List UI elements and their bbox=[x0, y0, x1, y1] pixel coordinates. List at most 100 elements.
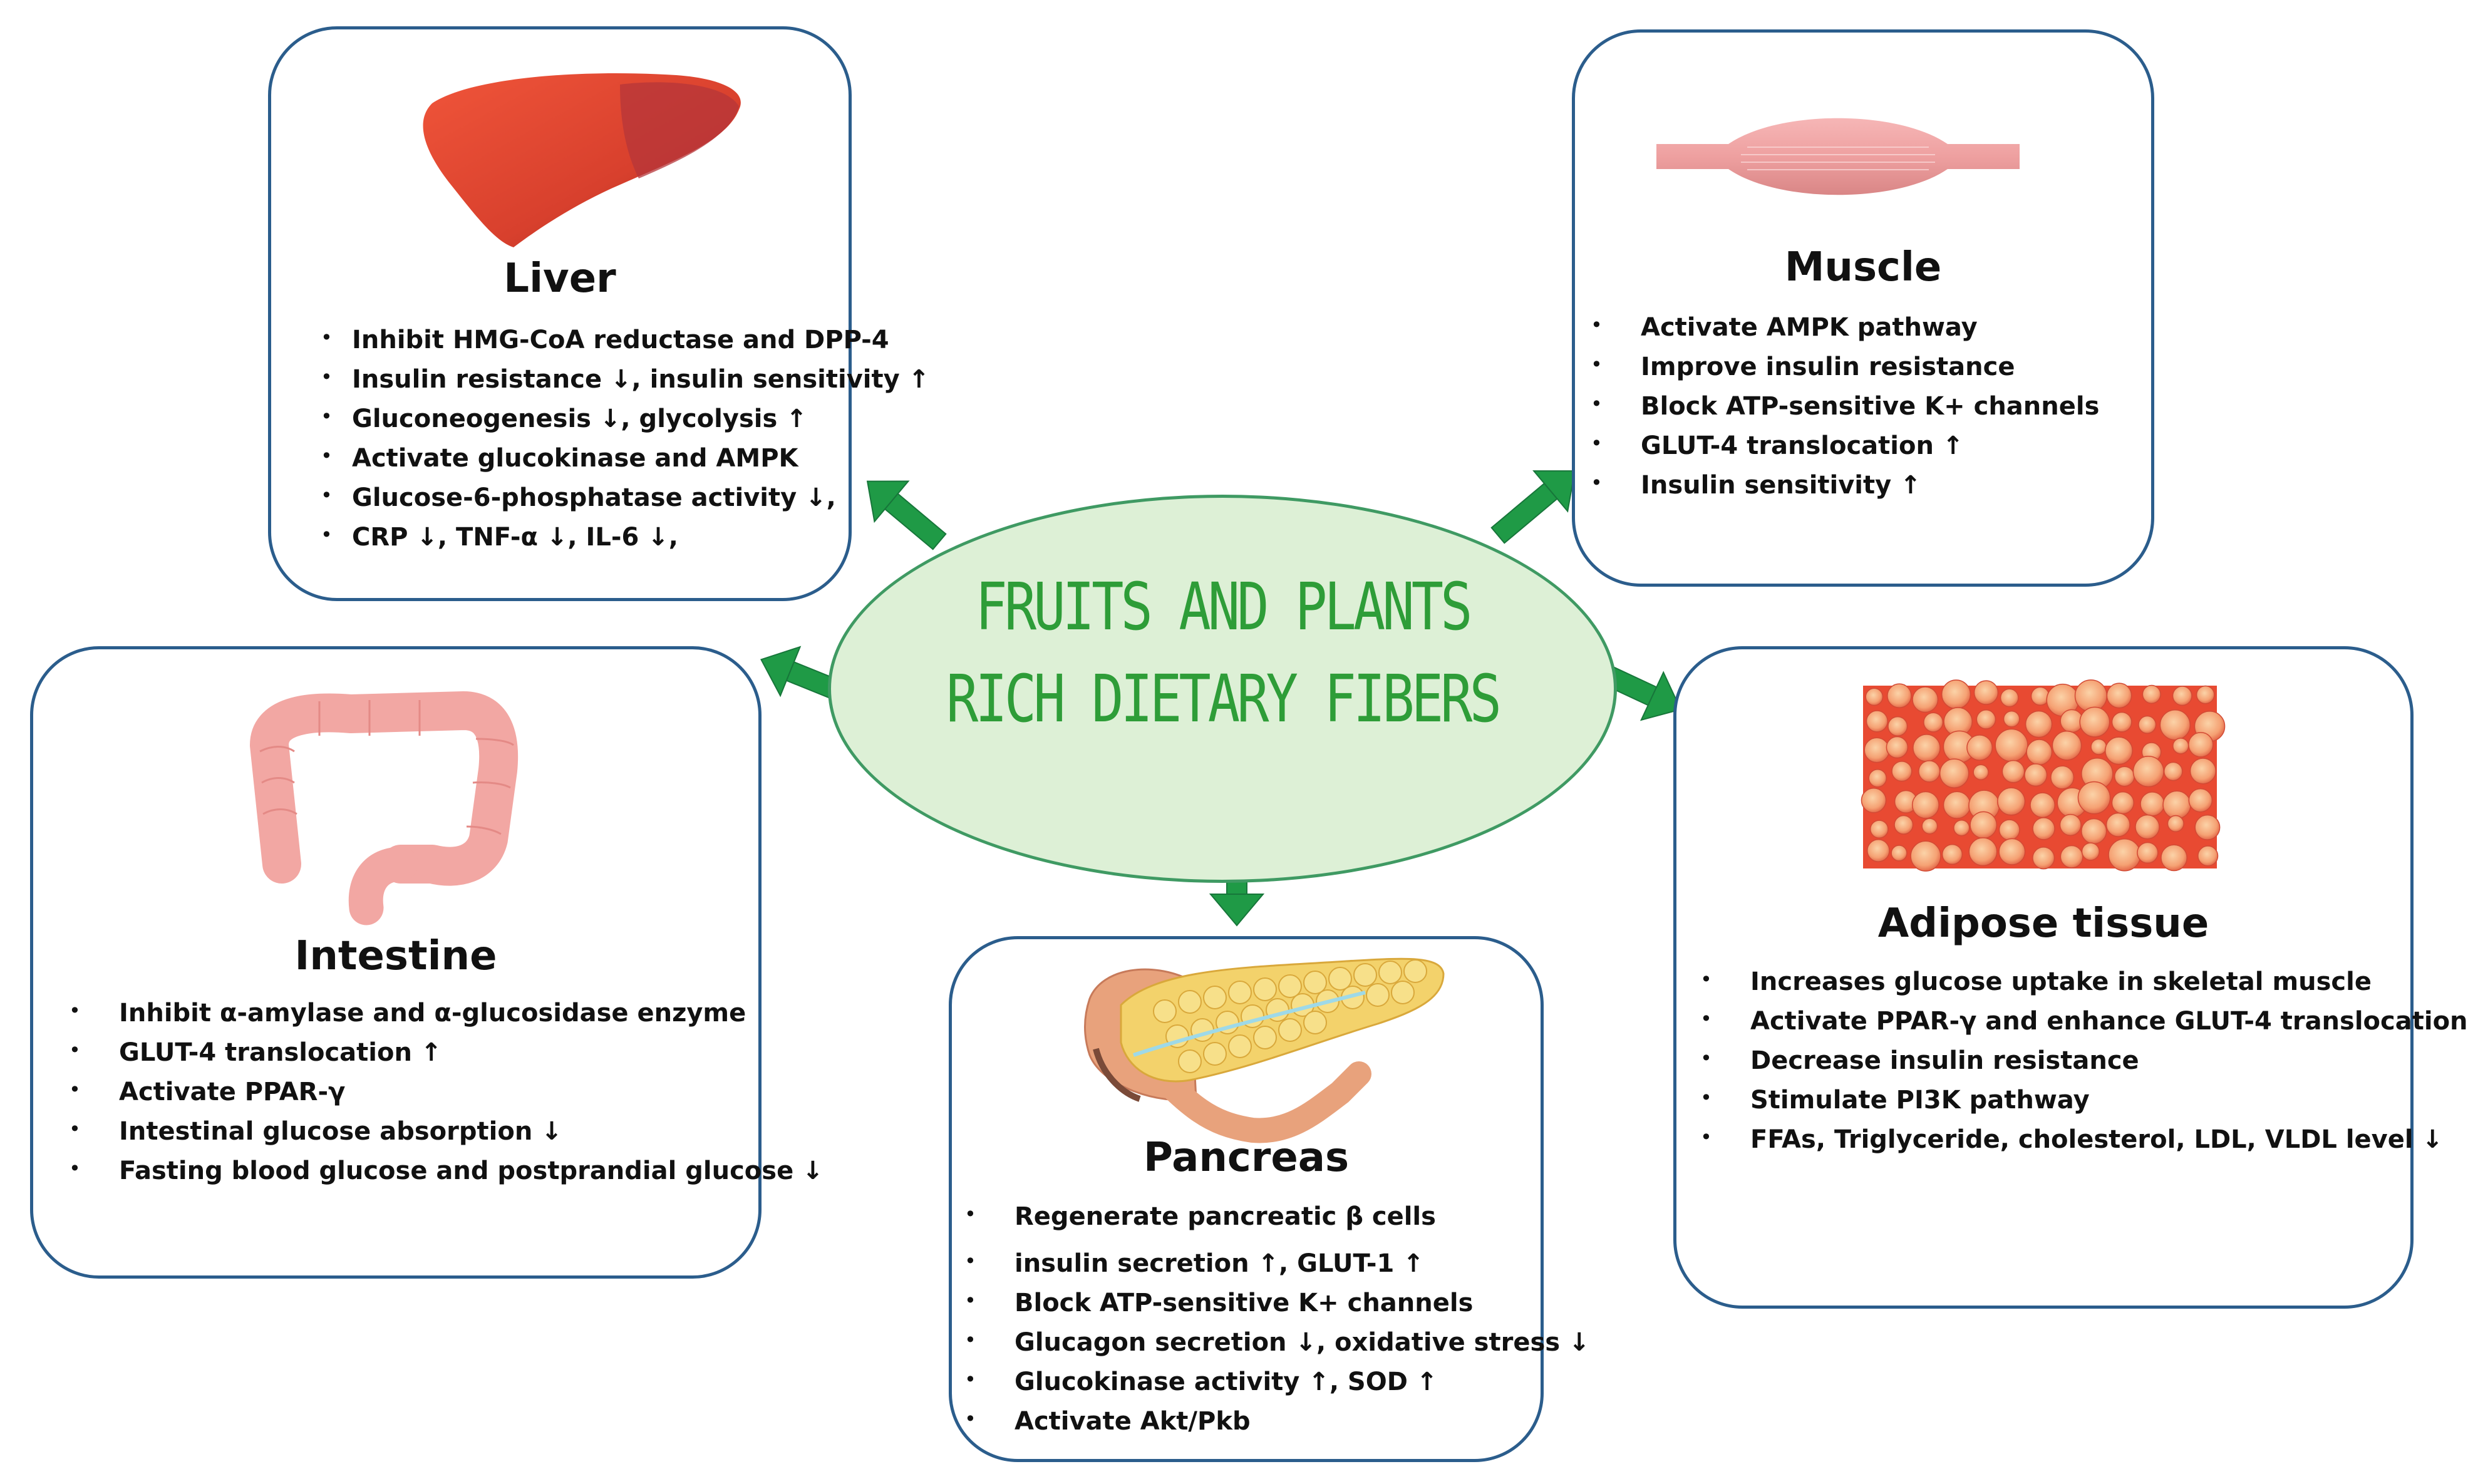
fat-cell bbox=[2137, 842, 2159, 864]
fat-cell bbox=[2108, 838, 2141, 872]
list-item: GLUT-4 translocation ↑ bbox=[1591, 431, 2099, 471]
center-ellipse bbox=[828, 495, 1617, 883]
fat-cell bbox=[2026, 739, 2053, 766]
list-item: Block ATP-sensitive K+ channels bbox=[964, 1289, 1590, 1328]
fat-cell bbox=[1913, 734, 1941, 762]
fat-cell bbox=[2167, 815, 2184, 832]
list-item: Activate AMPK pathway bbox=[1591, 313, 2099, 353]
fat-cell bbox=[2003, 710, 2020, 728]
list-item: Glucagon secretion ↓, oxidative stress ↓ bbox=[964, 1328, 1590, 1368]
fat-cell bbox=[1943, 791, 1971, 819]
pancreas-title: Pancreas bbox=[1143, 1135, 1350, 1181]
fat-cell bbox=[2132, 755, 2164, 788]
fat-cell bbox=[1970, 811, 1998, 839]
adipose-title: Adipose tissue bbox=[1877, 900, 2209, 947]
fat-cell bbox=[2189, 758, 2217, 785]
list-item: Improve insulin resistance bbox=[1591, 353, 2099, 392]
intestine-illustration bbox=[250, 691, 519, 925]
fat-cell bbox=[2135, 814, 2160, 840]
arrow-to-muscle bbox=[1490, 470, 1576, 544]
fat-cell bbox=[1864, 737, 1890, 763]
list-item: CRP ↓, TNF-α ↓, IL-6 ↓, bbox=[321, 523, 929, 562]
fat-cell bbox=[1995, 728, 2028, 762]
muscle-illustration bbox=[1656, 118, 2020, 195]
fat-cell bbox=[1865, 688, 1884, 706]
fat-cell bbox=[1891, 845, 1908, 862]
liver-illustration bbox=[423, 73, 741, 247]
fat-cell bbox=[2106, 683, 2132, 709]
fat-cell bbox=[2196, 685, 2215, 704]
fat-cell bbox=[2111, 711, 2132, 733]
fat-cell bbox=[2081, 842, 2100, 861]
fat-cell bbox=[2161, 844, 2187, 872]
fat-cell bbox=[1911, 791, 1939, 819]
fat-cell bbox=[1966, 734, 1993, 761]
fat-cell bbox=[1866, 839, 1890, 862]
fat-cell bbox=[2140, 791, 2165, 817]
list-item: Intestinal glucose absorption ↓ bbox=[69, 1117, 824, 1157]
pancreas-list: Regenerate pancreatic β cells insulin se… bbox=[964, 1202, 1590, 1446]
list-item: Activate PPAR-γ and enhance GLUT-4 trans… bbox=[1700, 1007, 2468, 1046]
list-item: Glucokinase activity ↑, SOD ↑ bbox=[964, 1368, 1590, 1407]
fat-cell bbox=[2060, 845, 2083, 868]
list-item: Insulin resistance ↓, insulin sensitivit… bbox=[321, 365, 929, 404]
fat-cell bbox=[1976, 709, 1996, 729]
fat-cell bbox=[1912, 686, 1939, 713]
fat-cell bbox=[2159, 709, 2191, 741]
fat-cell bbox=[2059, 813, 2082, 837]
fat-cell bbox=[1868, 769, 1887, 788]
fat-cell bbox=[2077, 781, 2111, 815]
list-item: insulin secretion ↑, GLUT-1 ↑ bbox=[964, 1249, 1590, 1289]
fat-cell bbox=[2080, 818, 2107, 845]
fat-cell bbox=[1941, 843, 1963, 865]
list-item: Inhibit α-amylase and α-glucosidase enzy… bbox=[69, 999, 824, 1038]
fat-cell bbox=[1910, 840, 1941, 872]
fat-cell bbox=[2032, 817, 2055, 840]
list-item: Gluconeogenesis ↓, glycolysis ↑ bbox=[321, 404, 929, 444]
fat-cell bbox=[2162, 790, 2191, 820]
fat-cell bbox=[1918, 760, 1941, 783]
fat-cell bbox=[2030, 792, 2055, 818]
list-item: Decrease insulin resistance bbox=[1700, 1046, 2468, 1086]
fat-cell bbox=[2163, 761, 2183, 781]
fat-cell bbox=[1866, 710, 1889, 733]
fat-cell bbox=[1998, 838, 2026, 865]
fat-cell bbox=[2111, 791, 2135, 815]
fat-cell bbox=[1861, 787, 1887, 813]
center-title-line-1: FRUITS AND PLANTS bbox=[975, 569, 1472, 645]
list-item: GLUT-4 translocation ↑ bbox=[69, 1038, 824, 1078]
list-item: Activate PPAR-γ bbox=[69, 1078, 824, 1117]
fat-cell bbox=[2197, 845, 2219, 867]
list-item: Fasting blood glucose and postprandial g… bbox=[69, 1157, 824, 1196]
fat-cell bbox=[2172, 738, 2189, 755]
list-item: FFAs, Triglyceride, cholesterol, LDL, VL… bbox=[1700, 1125, 2468, 1165]
liver-title: Liver bbox=[503, 255, 616, 302]
fat-cell bbox=[2052, 730, 2082, 761]
fat-cell bbox=[1953, 819, 1970, 837]
fat-cell bbox=[1869, 820, 1889, 839]
list-item: Inhibit HMG-CoA reductase and DPP-4 bbox=[321, 326, 929, 365]
muscle-title: Muscle bbox=[1784, 244, 1942, 291]
pancreas-illustration bbox=[1084, 957, 1445, 1143]
fat-cell bbox=[2188, 788, 2213, 813]
fat-cell bbox=[2138, 715, 2157, 734]
fat-cell bbox=[1894, 815, 1914, 835]
fat-cell bbox=[2172, 686, 2192, 706]
liver-list: Inhibit HMG-CoA reductase and DPP-4 Insu… bbox=[321, 326, 929, 562]
list-item: Glucose-6-phosphatase activity ↓, bbox=[321, 483, 929, 523]
fat-cell bbox=[1886, 736, 1909, 759]
center-title-line-2: RICH DIETARY FIBERS bbox=[946, 661, 1502, 737]
adipose-list: Increases glucose uptake in skeletal mus… bbox=[1700, 967, 2468, 1165]
list-item: Activate Akt/Pkb bbox=[964, 1407, 1590, 1446]
fat-cell bbox=[2142, 684, 2161, 704]
fat-cell bbox=[1887, 716, 1908, 737]
fat-cell bbox=[2090, 738, 2107, 755]
fat-cell bbox=[1891, 761, 1913, 782]
fat-cell bbox=[2032, 847, 2055, 870]
fat-cell bbox=[1941, 679, 1971, 709]
fat-cell bbox=[2079, 706, 2110, 738]
fat-cell bbox=[2050, 765, 2075, 790]
fat-cell bbox=[2105, 812, 2130, 837]
fat-cell bbox=[2114, 766, 2135, 787]
